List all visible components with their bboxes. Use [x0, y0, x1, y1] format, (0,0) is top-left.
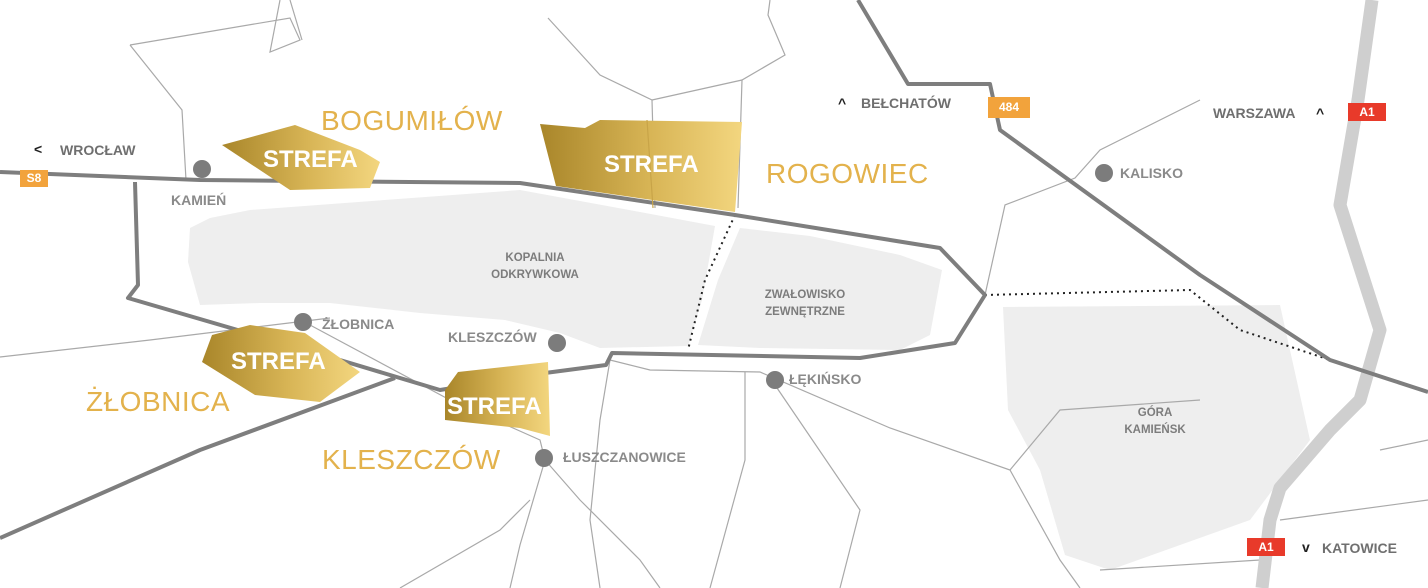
zone-name-kleszczow: KLESZCZÓW	[322, 444, 501, 475]
area-label-gora-line2: KAMIEŃSK	[1124, 423, 1186, 436]
town-marker-lekinsko	[766, 371, 784, 389]
mine-area	[188, 190, 715, 348]
zone-rogowiec-divider	[646, 119, 654, 209]
town-marker-kalisko	[1095, 164, 1113, 182]
direction-label-katowice: KATOWICE	[1322, 540, 1397, 556]
badge-a1-south	[1247, 538, 1285, 556]
place-label-luszczanowice: ŁUSZCZANOWICE	[563, 449, 686, 465]
arrow-up-icon: ^	[838, 95, 847, 111]
dump-area	[698, 228, 942, 350]
direction-label-wroclaw: WROCŁAW	[60, 142, 136, 158]
zone-name-zlobnica: ŻŁOBNICA	[86, 386, 231, 417]
badge-a1-north	[1348, 103, 1386, 121]
rail-tracks	[687, 214, 1331, 361]
town-marker-luszczanowice	[535, 449, 553, 467]
arrow-down-icon: v	[1302, 539, 1310, 555]
zone-name-rogowiec: ROGOWIEC	[766, 158, 929, 189]
badge-484	[988, 97, 1030, 118]
zone-bogumilow-shape	[222, 125, 380, 190]
area-label-dump-line1: ZWAŁOWISKO	[764, 289, 846, 301]
zone-name-bogumilow: BOGUMIŁÓW	[321, 105, 503, 136]
badge-label-484: 484	[998, 100, 1020, 114]
strefa-zones	[202, 120, 742, 436]
place-label-kleszczow: KLESZCZÓW	[448, 329, 537, 345]
zone-kleszczow-shape	[445, 362, 550, 436]
strefa-label-rogowiec: STREFA	[604, 151, 699, 178]
zone-rogowiec-shape	[540, 120, 742, 212]
town-marker-kamien	[193, 160, 211, 178]
place-label-zlobnica: ŻŁOBNICA	[322, 316, 395, 332]
major-roads	[0, 0, 1428, 540]
direction-label-warszawa: WARSZAWA	[1213, 105, 1296, 121]
arrow-left-icon: <	[34, 141, 43, 157]
strefa-label-bogumilow: STREFA	[263, 146, 358, 173]
area-label-gora-line1: GÓRA	[1137, 407, 1173, 419]
a1-highway	[1255, 0, 1387, 588]
badge-label-a1-north: A1	[1359, 105, 1375, 119]
area-label-gora: GÓRA KAMIEŃSK	[1095, 405, 1215, 438]
place-label-kamien: KAMIEŃ	[171, 192, 227, 208]
badge-label-s8: S8	[26, 171, 42, 185]
town-marker-kleszczow	[548, 334, 566, 352]
zone-zlobnica-shape	[202, 325, 360, 402]
area-label-mine-line1: KOPALNIA	[505, 252, 565, 264]
strefa-label-kleszczow: STREFA	[447, 393, 542, 420]
town-markers	[193, 160, 1113, 467]
area-label-mine-line2: ODKRYWKOWA	[491, 268, 579, 281]
area-label-dump-line2: ZEWNĘTRZNE	[765, 305, 845, 318]
area-label-mine: KOPALNIA ODKRYWKOWA	[475, 250, 595, 283]
strefa-label-zlobnica: STREFA	[231, 348, 326, 375]
badge-s8	[20, 170, 48, 187]
direction-label-belchatow: BEŁCHATÓW	[861, 95, 951, 111]
place-label-lekinsko: ŁĘKIŃSKO	[789, 371, 862, 387]
arrow-up-icon: ^	[1316, 105, 1325, 121]
town-marker-zlobnica	[294, 313, 312, 331]
badge-label-a1-south: A1	[1258, 540, 1274, 554]
gora-area	[1003, 305, 1310, 570]
area-label-dump: ZWAŁOWISKO ZEWNĘTRZNE	[745, 287, 865, 320]
place-label-kalisko: KALISKO	[1120, 165, 1183, 181]
